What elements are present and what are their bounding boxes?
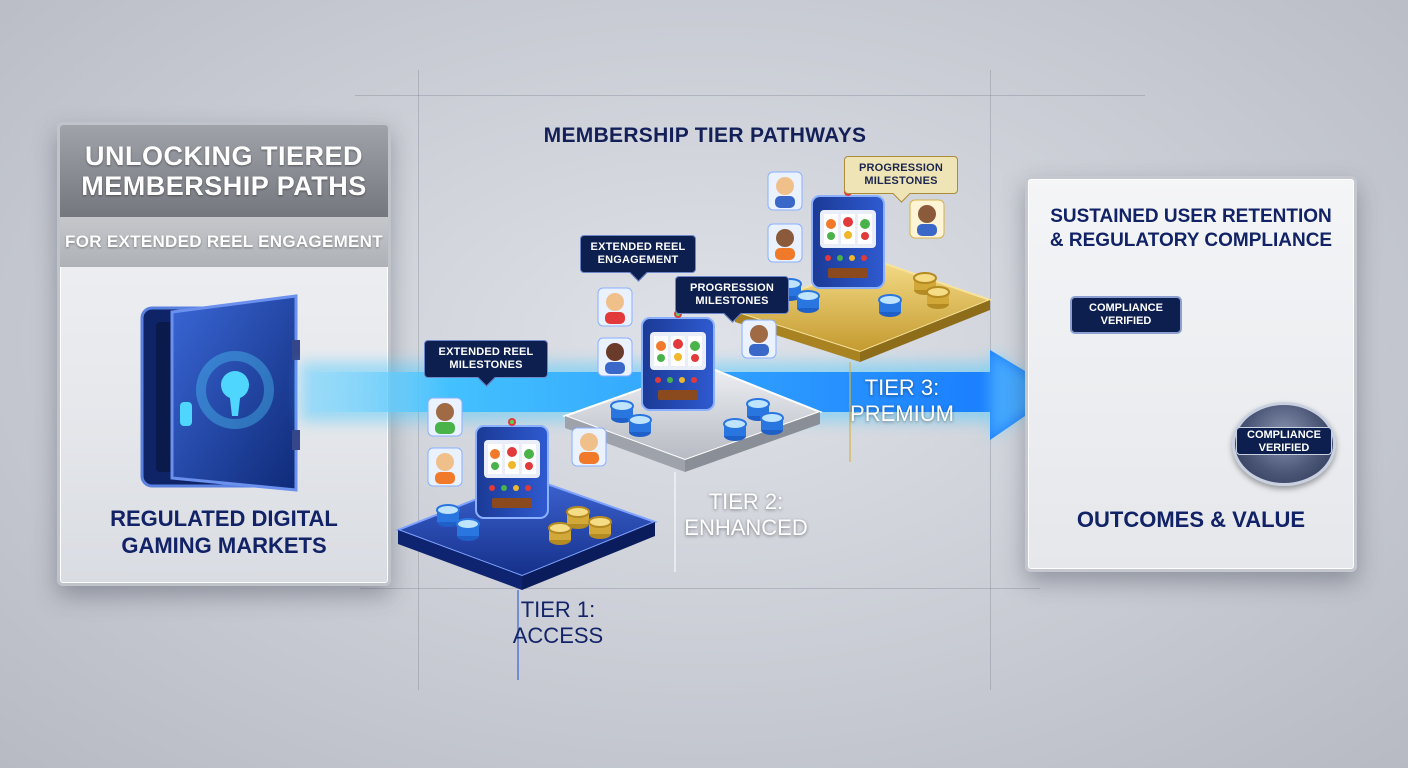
vault-safe-icon	[140, 294, 300, 492]
callout-line: PROGRESSION	[689, 282, 775, 294]
tier-1-name: ACCESS	[512, 623, 604, 648]
tier-3-name: PREMIUM	[850, 401, 954, 426]
right-title-line2: & REGULATORY COMPLIANCE	[1049, 230, 1333, 251]
callout-line: MILESTONES	[695, 295, 769, 307]
badge-line: COMPLIANCE	[1089, 302, 1163, 314]
tier-1-label: TIER 1: ACCESS	[498, 597, 618, 649]
callout-line: MILESTONES	[864, 175, 938, 187]
callout-extended-reel-engagement: EXTENDED REEL ENGAGEMENT	[580, 235, 696, 282]
tier-3-number: TIER 3:	[864, 375, 940, 400]
compliance-verified-badge: COMPLIANCE VERIFIED	[1070, 296, 1182, 334]
tier-2-name: ENHANCED	[684, 515, 808, 540]
left-footer-line1: REGULATED DIGITAL	[110, 506, 338, 531]
grid-line	[360, 588, 1040, 589]
callout-line: MILESTONES	[449, 359, 523, 371]
left-panel-subtitle: FOR EXTENDED REEL ENGAGEMENT	[60, 217, 388, 267]
user-avatar-icon	[427, 171, 945, 487]
left-panel-footer: REGULATED DIGITAL GAMING MARKETS	[60, 505, 388, 559]
left-info-panel: UNLOCKING TIERED MEMBERSHIP PATHS FOR EX…	[57, 122, 391, 586]
callout-progression-milestones-premium: PROGRESSION MILESTONES	[844, 156, 958, 203]
tier-1-number: TIER 1:	[520, 597, 596, 622]
right-outcomes-panel: SUSTAINED USER RETENTION & REGULATORY CO…	[1025, 176, 1357, 572]
seal-line: COMPLIANCE	[1247, 429, 1321, 441]
left-title-line2: MEMBERSHIP PATHS	[81, 171, 367, 201]
callout-extended-reel-milestones: EXTENDED REEL MILESTONES	[424, 340, 548, 387]
compliance-seal-label: COMPLIANCE VERIFIED	[1236, 427, 1332, 455]
callout-line: EXTENDED REEL	[438, 346, 534, 358]
left-panel-title: UNLOCKING TIERED MEMBERSHIP PATHS	[60, 125, 388, 217]
grid-line	[355, 95, 1145, 96]
tier-2-label: TIER 2: ENHANCED	[676, 489, 816, 541]
callout-line: EXTENDED REEL	[590, 241, 686, 253]
left-footer-line2: GAMING MARKETS	[121, 533, 327, 558]
left-title-line1: UNLOCKING TIERED	[85, 141, 363, 171]
tier-3-label: TIER 3: PREMIUM	[832, 375, 972, 427]
callout-progression-milestones: PROGRESSION MILESTONES	[675, 276, 789, 323]
badge-line: VERIFIED	[1100, 315, 1152, 327]
right-panel-footer: OUTCOMES & VALUE	[1076, 507, 1306, 532]
callout-line: PROGRESSION	[858, 162, 944, 174]
diagram-title: MEMBERSHIP TIER PATHWAYS	[543, 124, 867, 147]
seal-line: VERIFIED	[1258, 442, 1310, 454]
right-title-line1: SUSTAINED USER RETENTION	[1050, 206, 1332, 227]
right-panel-title: SUSTAINED USER RETENTION & REGULATORY CO…	[1028, 205, 1354, 253]
tier-2-number: TIER 2:	[708, 489, 784, 514]
callout-line: ENGAGEMENT	[597, 254, 679, 266]
